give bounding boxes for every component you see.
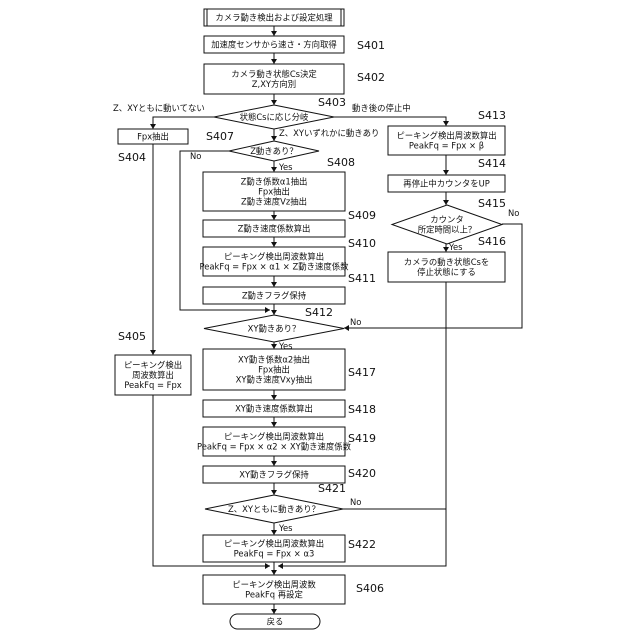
node-s402-line: Z,XY方向別 (252, 79, 296, 89)
edge-label-s407-no: No (190, 151, 201, 161)
node-s416: カメラの動き状態Csを停止状態にする (388, 252, 505, 282)
step-label-s410: S410 (348, 237, 376, 250)
node-s404-line: Fpx抽出 (137, 132, 169, 142)
node-s415-line: 所定時間以上？ (418, 225, 477, 235)
node-s401-line: 加速度センサから速さ・方向取得 (211, 40, 337, 50)
step-label-s408: S408 (327, 156, 355, 169)
node-s414: 再停止中カウンタをUP (388, 175, 505, 192)
step-label-s402: S402 (357, 71, 385, 84)
node-s417-line: Fpx抽出 (258, 365, 290, 375)
node-s422-line: PeakFq = Fpx × α3 (234, 549, 315, 559)
node-s410-line: ピーキング検出周波数算出 (224, 252, 324, 262)
step-label-s409: S409 (348, 209, 376, 222)
step-label-s407: S407 (206, 130, 234, 143)
step-label-s411: S411 (348, 272, 376, 285)
node-s401: 加速度センサから速さ・方向取得 (204, 36, 344, 53)
node-s403-line: 状態Csに応じ分岐 (240, 112, 309, 122)
edge-label-s415-yes: Yes (448, 242, 463, 252)
node-s422-line: ピーキング検出周波数算出 (224, 539, 324, 549)
node-s416-line: カメラの動き状態Csを (404, 257, 490, 267)
node-s413-line: ピーキング検出周波数算出 (396, 131, 496, 141)
node-s420: XY動きフラグ保持 (203, 466, 345, 483)
edge-label-s407-yes: Yes (278, 162, 293, 172)
node-s419-line: PeakFq = Fpx × α2 × XY動き速度係数 (197, 442, 352, 452)
node-s405-line: 周波数算出 (132, 370, 174, 380)
step-label-s418: S418 (348, 403, 376, 416)
node-start: カメラ動き検出および設定処理 (204, 9, 344, 26)
edge-label-s403-left: Z、XYともに動いてない (113, 103, 205, 113)
edge-label-s421-no: No (350, 497, 361, 507)
node-s409-line: Z動き速度係数算出 (238, 224, 311, 234)
step-label-s406: S406 (356, 582, 384, 595)
edge-label-s403-down: Z、XYいずれかに動きあり (279, 128, 379, 138)
node-s417-line: XY動き速度Vxy抽出 (236, 375, 313, 385)
node-s404: Fpx抽出 (118, 129, 188, 144)
edge-label-s412-no: No (350, 317, 361, 327)
step-label-s414: S414 (478, 157, 506, 170)
step-label-s419: S419 (348, 432, 376, 445)
node-s411: Z動きフラグ保持 (203, 287, 345, 304)
step-label-s417: S417 (348, 366, 376, 379)
node-s410: ピーキング検出周波数算出PeakFq = Fpx × α1 × Z動き速度係数 (200, 247, 350, 276)
node-s403: 状態Csに応じ分岐 (214, 105, 334, 129)
step-label-s404: S404 (118, 151, 146, 164)
node-s422: ピーキング検出周波数算出PeakFq = Fpx × α3 (203, 535, 345, 562)
node-s421: Z、XYともに動きあり？ (205, 495, 343, 523)
node-s405: ピーキング検出周波数算出PeakFq = Fpx (115, 355, 191, 395)
node-start-line: カメラ動き検出および設定処理 (215, 13, 333, 23)
node-s417: XY動き係数α2抽出Fpx抽出XY動き速度Vxy抽出 (203, 349, 345, 390)
step-label-s413: S413 (478, 109, 506, 122)
node-s418: XY動き速度係数算出 (203, 400, 345, 417)
node-s413-line: PeakFq = Fpx × β (409, 141, 484, 151)
node-s415-line: カウンタ (430, 215, 464, 225)
node-s418-line: XY動き速度係数算出 (235, 404, 313, 414)
node-s417-line: XY動き係数α2抽出 (238, 355, 310, 365)
node-s413: ピーキング検出周波数算出PeakFq = Fpx × β (388, 126, 505, 155)
step-label-s416: S416 (478, 235, 506, 248)
node-s405-line: PeakFq = Fpx (124, 380, 181, 390)
step-label-s405: S405 (118, 330, 146, 343)
node-s406-line: ピーキング検出周波数 (232, 580, 316, 590)
node-s419-line: ピーキング検出周波数算出 (224, 432, 324, 442)
node-s408: Z動き係数α1抽出Fpx抽出Z動き速度Vz抽出 (203, 172, 345, 211)
node-s416-line: 停止状態にする (417, 267, 476, 277)
step-label-s415: S415 (478, 197, 506, 210)
node-return: 戻る (230, 614, 320, 629)
node-s405-line: ピーキング検出 (124, 360, 182, 370)
node-s412: XY動きあり？ (204, 315, 344, 342)
node-s414-line: 再停止中カウンタをUP (403, 179, 490, 189)
node-s408-line: Z動き速度Vz抽出 (241, 197, 307, 207)
node-s421-line: Z、XYともに動きあり？ (228, 504, 320, 514)
node-s407-line: Z動きあり？ (250, 146, 298, 156)
edge-label-s421-yes: Yes (278, 523, 293, 533)
node-s419: ピーキング検出周波数算出PeakFq = Fpx × α2 × XY動き速度係数 (197, 427, 352, 456)
step-label-s401: S401 (357, 39, 385, 52)
step-label-s412: S412 (305, 306, 333, 319)
node-s410-line: PeakFq = Fpx × α1 × Z動き速度係数 (200, 262, 350, 272)
edge-label-s403-right: 動き後の停止中 (352, 103, 411, 113)
node-s420-line: XY動きフラグ保持 (239, 470, 309, 480)
step-label-s422: S422 (348, 538, 376, 551)
node-s409: Z動き速度係数算出 (203, 220, 345, 237)
step-label-s420: S420 (348, 467, 376, 480)
edge-label-s415-no: No (508, 208, 519, 218)
node-s408-line: Fpx抽出 (258, 187, 290, 197)
node-s406-line: PeakFq 再設定 (245, 590, 303, 600)
node-s412-line: XY動きあり？ (248, 324, 301, 334)
step-label-s421: S421 (318, 482, 346, 495)
edge-label-s412-yes: Yes (278, 341, 293, 351)
node-s406: ピーキング検出周波数PeakFq 再設定 (203, 575, 345, 604)
node-s407: Z動きあり？ (229, 141, 319, 161)
node-s402: カメラ動き状態Cs決定Z,XY方向別 (204, 64, 344, 94)
node-s408-line: Z動き係数α1抽出 (241, 177, 308, 187)
node-s402-line: カメラ動き状態Cs決定 (231, 69, 317, 79)
step-label-s403: S403 (318, 96, 346, 109)
node-return-line: 戻る (267, 617, 284, 627)
node-s411-line: Z動きフラグ保持 (242, 291, 307, 301)
